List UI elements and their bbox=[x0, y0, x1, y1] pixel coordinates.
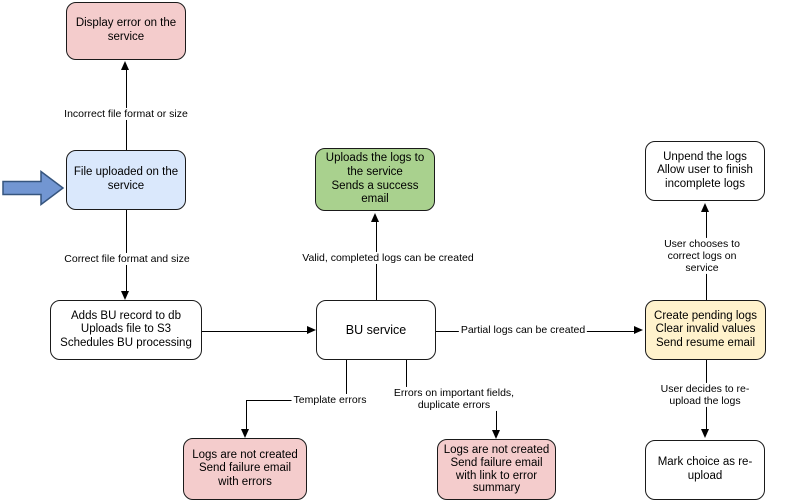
edge-field-errors-seg1 bbox=[405, 360, 407, 401]
edge-adds-bu-to-bu-service bbox=[202, 330, 307, 332]
node-mark-choice: Mark choice as re- upload bbox=[645, 440, 765, 500]
node-uploads-logs: Uploads the logs to the service Sends a … bbox=[315, 148, 435, 211]
edge-upload-to-adds-bu bbox=[125, 210, 127, 291]
arrowhead-down-mark-choice bbox=[701, 429, 709, 438]
node-logs-not-created-errors: Logs are not created Send failure email … bbox=[183, 438, 307, 500]
arrowhead-up-uploads-logs bbox=[371, 213, 379, 222]
edge-label-correct-format: Correct file format and size bbox=[62, 252, 192, 266]
edge-label-template-errors: Template errors bbox=[291, 393, 369, 407]
edge-template-errors-seg3 bbox=[245, 400, 247, 429]
arrowhead-down-adds-bu bbox=[121, 291, 129, 300]
entry-pointer-arrow-shape bbox=[2, 170, 65, 206]
arrowhead-up-display-error bbox=[121, 61, 129, 70]
edge-label-incorrect-format: Incorrect file format or size bbox=[62, 107, 190, 121]
edge-template-errors-seg1 bbox=[345, 360, 347, 401]
arrowhead-right-bu-service bbox=[307, 326, 316, 334]
arrowhead-up-unpend bbox=[701, 203, 709, 212]
node-bu-service: BU service bbox=[316, 300, 436, 360]
arrowhead-down-logs-errors bbox=[241, 429, 249, 438]
node-adds-bu-record: Adds BU record to db Uploads file to S3 … bbox=[50, 300, 202, 360]
arrowhead-down-logs-summary bbox=[491, 430, 500, 439]
node-create-pending: Create pending logs Clear invalid values… bbox=[645, 300, 766, 360]
edge-label-user-corrects: User chooses to correct logs on service bbox=[652, 237, 752, 275]
node-file-uploaded: File uploaded on the service bbox=[66, 150, 186, 210]
node-unpend-logs: Unpend the logs Allow user to finish inc… bbox=[645, 141, 765, 201]
entry-pointer-arrow-icon bbox=[2, 170, 65, 206]
edge-label-important-field-errors: Errors on important fields, duplicate er… bbox=[391, 386, 517, 412]
arrowhead-right-create-pending bbox=[634, 326, 643, 334]
node-display-error: Display error on the service bbox=[66, 2, 186, 60]
edge-label-valid-completed: Valid, completed logs can be created bbox=[300, 251, 476, 265]
edge-field-errors-seg3 bbox=[496, 400, 497, 430]
edge-label-user-reuploads: User decides to re-upload the logs bbox=[657, 382, 753, 408]
edge-label-partial-logs: Partial logs can be created bbox=[458, 323, 588, 337]
node-logs-not-created-summary: Logs are not created Send failure email … bbox=[437, 439, 556, 500]
